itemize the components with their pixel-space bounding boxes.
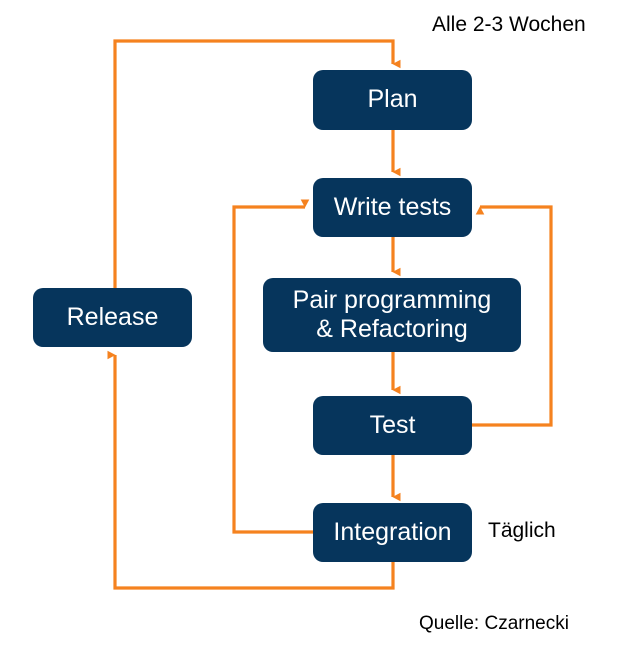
node-pair-programming-refactoring-label: Pair programming & Refactoring	[292, 285, 492, 344]
caption-cycle-length: Alle 2-3 Wochen	[432, 13, 586, 36]
node-release-label: Release	[66, 302, 159, 331]
node-release[interactable]: Release	[33, 288, 192, 347]
node-integration-label: Integration	[333, 517, 452, 546]
edge-test-to-write-tests-loop	[472, 205, 553, 427]
node-pair-programming-refactoring[interactable]: Pair programming & Refactoring	[263, 278, 521, 352]
edge-integration-to-write-tests-loop	[232, 199, 313, 534]
node-write-tests-label: Write tests	[333, 192, 452, 221]
node-test-label: Test	[369, 410, 416, 439]
caption-daily: Täglich	[488, 519, 556, 542]
node-test[interactable]: Test	[313, 396, 472, 455]
edge-release-to-plan	[113, 39, 401, 288]
node-integration[interactable]: Integration	[313, 503, 472, 562]
edge-integration-to-release	[107, 350, 395, 590]
node-write-tests[interactable]: Write tests	[313, 178, 472, 237]
node-plan[interactable]: Plan	[313, 70, 472, 130]
caption-source: Quelle: Czarnecki	[419, 613, 569, 634]
node-plan-label: Plan	[367, 85, 418, 114]
